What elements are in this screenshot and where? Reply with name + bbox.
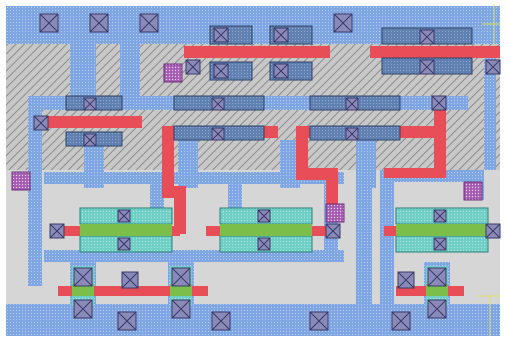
contact-icon: [419, 29, 435, 45]
contact-icon: [345, 97, 359, 111]
contact-icon: [117, 209, 131, 223]
contact-icon: [73, 299, 93, 319]
contact-icon: [397, 271, 415, 289]
contact-icon: [433, 237, 447, 251]
contact-icon: [345, 127, 359, 141]
via-icon: [325, 203, 345, 223]
contacts: [33, 13, 501, 331]
contact-icon: [73, 267, 93, 287]
contact-icon: [211, 97, 225, 111]
contact-icon: [333, 13, 353, 33]
contact-icon: [39, 13, 59, 33]
contact-icon: [33, 115, 49, 131]
contact-icon: [485, 223, 501, 239]
contact-icon: [117, 311, 137, 331]
via-icon: [11, 171, 31, 191]
contact-icon: [171, 267, 191, 287]
contact-icon: [325, 223, 341, 239]
contact-icon: [273, 63, 289, 79]
contact-icon: [485, 59, 501, 75]
contact-icon: [391, 311, 411, 331]
via-icon: [463, 181, 483, 201]
contact-icon: [83, 97, 97, 111]
contact-icon: [419, 59, 435, 75]
contact-icon: [257, 209, 271, 223]
contact-icon: [213, 27, 229, 43]
contact-icon: [83, 133, 97, 147]
via-icon: [163, 63, 183, 83]
contact-icon: [213, 63, 229, 79]
vias: [11, 63, 483, 223]
contact-icon: [433, 209, 447, 223]
contact-icon: [49, 223, 65, 239]
contact-icon: [257, 237, 271, 251]
contact-icon: [309, 311, 329, 331]
contact-icon: [211, 311, 231, 331]
contact-icon: [427, 299, 447, 319]
contact-icon: [431, 95, 447, 111]
contact-icon: [427, 267, 447, 287]
contact-icon: [121, 271, 139, 289]
contact-icon: [171, 299, 191, 319]
contact-icon: [117, 237, 131, 251]
guide-lines: [478, 4, 500, 336]
contact-icon: [211, 127, 225, 141]
contact-icon: [89, 13, 109, 33]
contact-icon: [185, 59, 201, 75]
contact-icon: [139, 13, 159, 33]
contact-icon: [273, 27, 289, 43]
